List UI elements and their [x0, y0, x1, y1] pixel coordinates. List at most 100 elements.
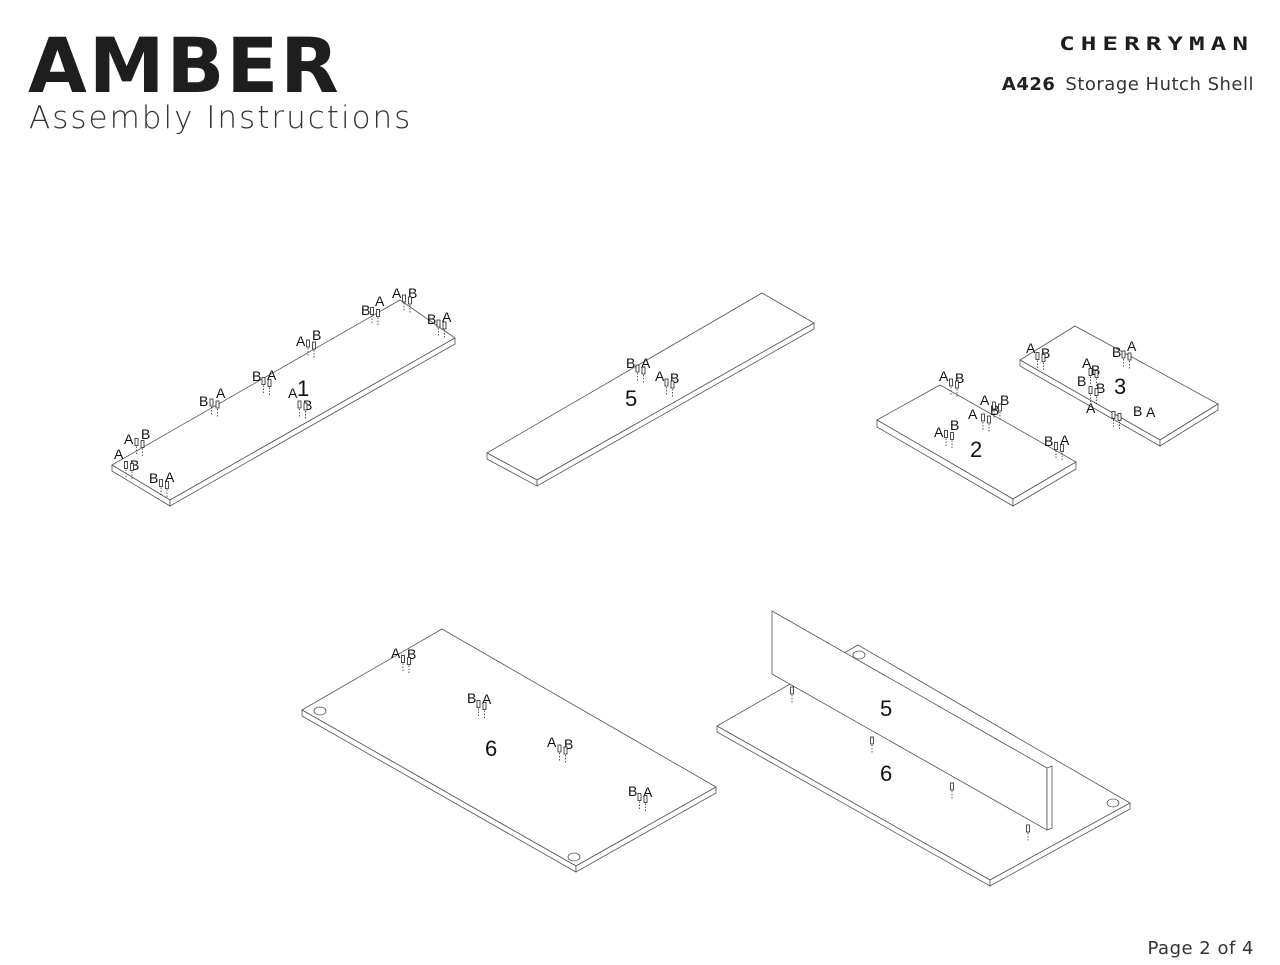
hardware-label: B — [990, 402, 999, 418]
hardware-label: B — [950, 417, 959, 433]
hardware-label: A — [114, 446, 124, 462]
hardware-label: A — [939, 368, 949, 384]
hardware-label: B — [1091, 362, 1100, 378]
part-number-label: 3 — [1114, 374, 1126, 399]
model-number: A426 — [1001, 74, 1056, 95]
cam-dowel-icon — [1088, 368, 1093, 385]
panel-1-side-edge — [169, 337, 456, 507]
hardware-label: B — [1112, 344, 1121, 360]
hardware-label: B — [408, 285, 417, 301]
hardware-label: B — [1133, 403, 1142, 419]
cam-dowel-icon — [482, 702, 487, 719]
cam-dowel-icon — [563, 746, 568, 763]
cam-dowel-icon — [297, 400, 302, 417]
cam-dowel-icon — [1111, 411, 1116, 428]
hardware-label: B — [427, 311, 436, 327]
cam-dowel-icon — [641, 366, 646, 383]
hardware-label: A — [216, 385, 226, 401]
hardware-label: B — [130, 457, 139, 473]
hardware-label: A — [1026, 340, 1036, 356]
panel-2-side-edge — [1012, 461, 1077, 507]
cam-dowel-icon — [209, 398, 214, 415]
hardware-label: A — [655, 368, 665, 384]
cam-dowel-icon — [635, 364, 640, 381]
hardware-label: A — [288, 385, 298, 401]
part-number-label: 5 — [625, 386, 637, 411]
panel-5-side-edge — [536, 322, 815, 487]
hardware-label: A — [267, 367, 277, 383]
hardware-label: B — [303, 397, 312, 413]
cam-dowel-icon — [950, 782, 954, 799]
hardware-label: A — [392, 285, 402, 301]
hardware-label: A — [391, 645, 401, 661]
hardware-label: A — [482, 691, 492, 707]
cam-dowel-icon — [1127, 352, 1132, 369]
part-number-label: 1 — [297, 376, 309, 401]
hardware-label: A — [643, 784, 653, 800]
panel-5-top-face — [486, 292, 815, 481]
cam-dowel-icon — [267, 379, 272, 396]
hardware-label: A — [980, 392, 990, 408]
hardware-label: A — [641, 355, 651, 371]
hardware-label: B — [1077, 373, 1086, 389]
cam-dowel-icon — [370, 307, 374, 324]
hardware-label: B — [626, 355, 635, 371]
hardware-label: B — [407, 646, 416, 662]
diagram-parts-5-6-assembly: 56 — [716, 610, 1131, 887]
cam-dowel-icon — [1117, 413, 1122, 430]
cam-dowel-icon — [1060, 444, 1064, 461]
hardware-label: B — [670, 370, 679, 386]
part-number-label: 5 — [880, 696, 892, 721]
part-number-label: 6 — [880, 761, 892, 786]
hardware-label: B — [252, 368, 261, 384]
cam-dowel-icon — [790, 686, 794, 703]
hardware-label: B — [1000, 392, 1009, 408]
hardware-label: A — [1060, 432, 1070, 448]
hole-icon — [852, 650, 866, 660]
brand-logo: CHERRYMAN — [1059, 34, 1254, 55]
cam-dowel-icon — [215, 400, 220, 417]
hardware-label: A — [375, 293, 385, 309]
cam-dowel-icon — [312, 341, 316, 358]
hardware-label: B — [149, 470, 158, 486]
cam-dowel-icon — [408, 296, 412, 313]
cam-dowel-icon — [476, 700, 481, 717]
cam-dowel-icon — [306, 339, 310, 356]
hole-icon — [1106, 798, 1120, 808]
hardware-label: A — [442, 309, 452, 325]
cam-dowel-icon — [442, 321, 447, 338]
part-number-label: 2 — [970, 437, 982, 462]
product-heading: A426 Storage Hutch Shell — [1002, 74, 1254, 95]
document-subtitle: Assembly Instructions — [29, 100, 413, 136]
hardware-label: A — [547, 734, 557, 750]
cam-dowel-icon — [303, 402, 308, 419]
hardware-label: A — [124, 431, 134, 447]
hardware-label: B — [141, 426, 150, 442]
cam-dowel-icon — [376, 309, 380, 326]
hardware-label: A — [934, 424, 944, 440]
cam-dowel-icon — [1094, 388, 1099, 405]
panel-6-assembled-side-edge — [989, 802, 1131, 887]
panel-1-top-face — [111, 299, 456, 501]
cam-dowel-icon — [402, 294, 406, 311]
hardware-label: A — [1082, 355, 1092, 371]
cam-dowel-icon — [1088, 386, 1093, 403]
cam-dowel-icon — [670, 380, 675, 397]
part-number-label: 6 — [485, 736, 497, 761]
product-name: Storage Hutch Shell — [1065, 74, 1254, 95]
hole-icon — [313, 706, 327, 716]
panel-6-side-edge — [575, 786, 717, 873]
page-indicator: Page 2 of 4 — [1147, 938, 1254, 959]
cam-dowel-icon — [949, 378, 953, 395]
cam-dowel-icon — [1054, 442, 1058, 459]
hardware-label: A — [1127, 338, 1137, 354]
cam-dowel-icon — [664, 378, 669, 395]
cam-dowel-icon — [261, 377, 266, 394]
hardware-label: B — [199, 393, 208, 409]
hardware-label: B — [955, 370, 964, 386]
